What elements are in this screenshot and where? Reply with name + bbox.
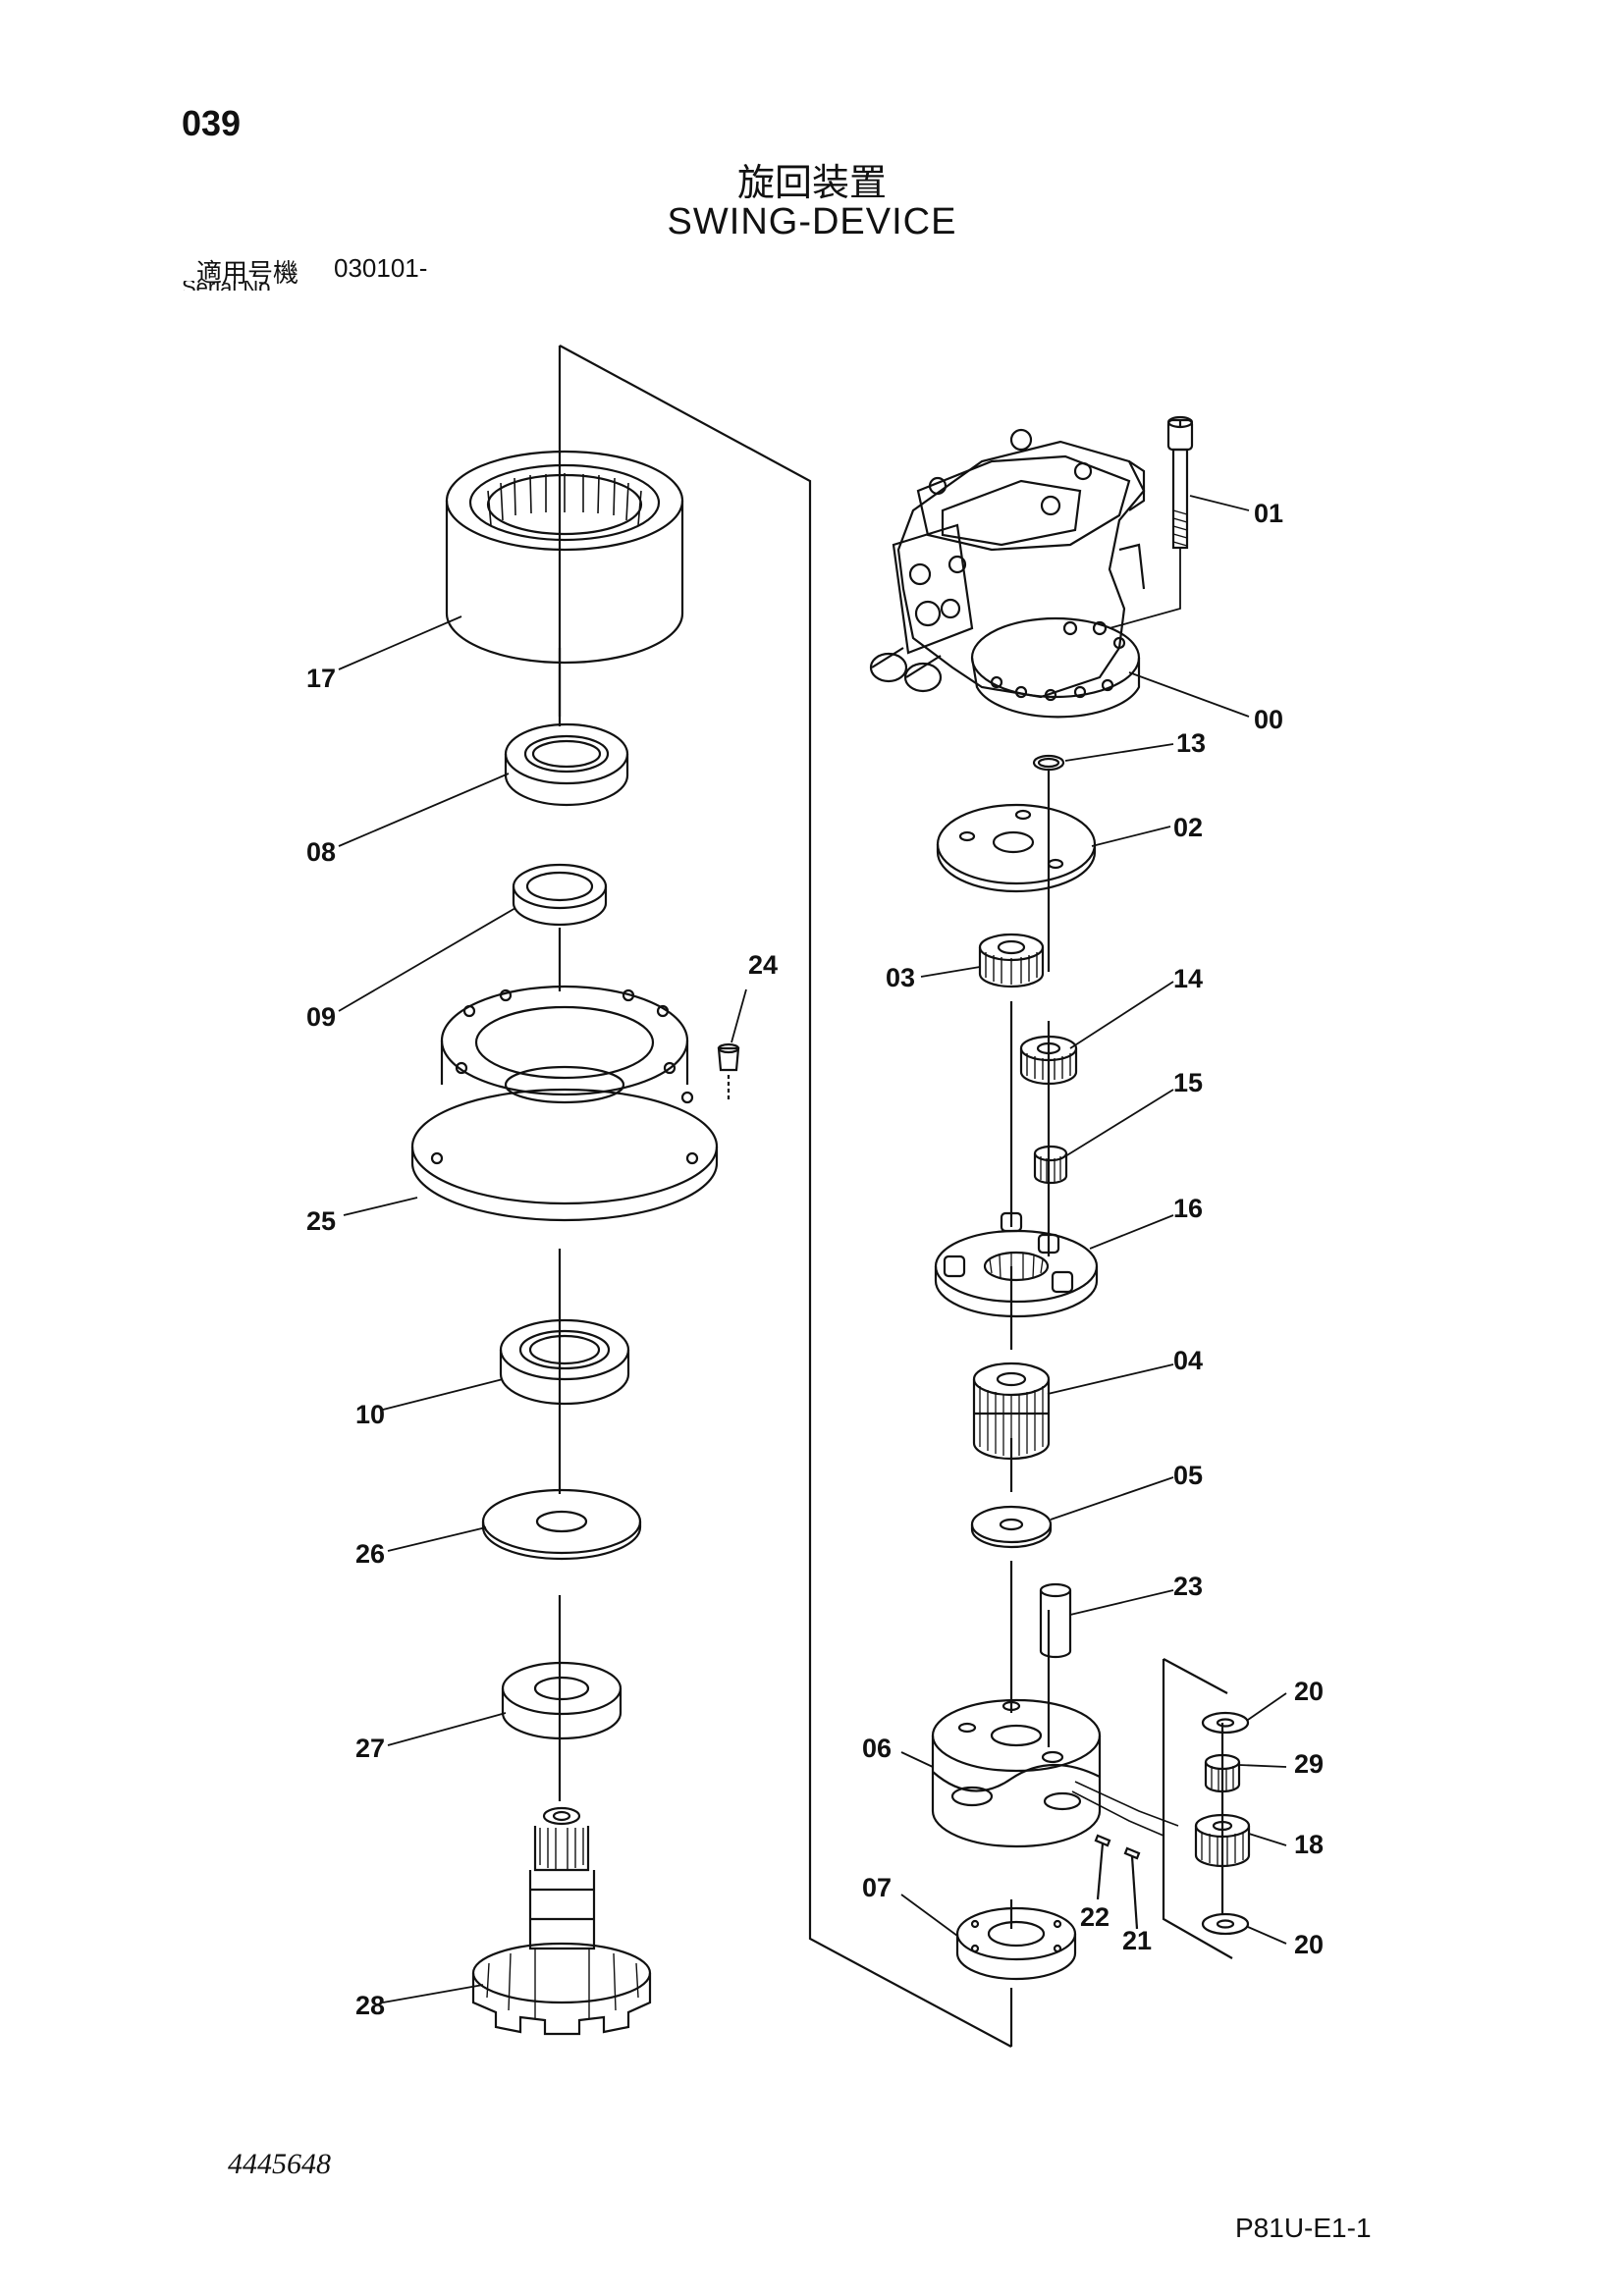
right-axis-lines xyxy=(1009,771,1051,2047)
callout-28: 28 xyxy=(355,1991,385,2020)
leader-lines xyxy=(338,495,1287,2003)
callout-13: 13 xyxy=(1176,728,1206,758)
part-23-pin xyxy=(1039,1582,1072,1659)
part-16-carrier xyxy=(934,1211,1099,1318)
page-number: 039 xyxy=(182,103,242,143)
part-21-pin xyxy=(1123,1846,1141,1930)
callout-18: 18 xyxy=(1294,1830,1324,1859)
callout-29: 29 xyxy=(1294,1749,1324,1779)
callout-10: 10 xyxy=(355,1400,385,1429)
callout-06: 06 xyxy=(862,1734,892,1763)
callout-25: 25 xyxy=(306,1206,336,1236)
callout-03: 03 xyxy=(886,963,915,992)
part-00-swing-motor xyxy=(869,428,1146,719)
callout-20-upper: 20 xyxy=(1294,1677,1324,1706)
part-25-housing xyxy=(410,985,719,1222)
part-26-plate xyxy=(481,1488,642,1561)
callout-21: 21 xyxy=(1122,1926,1152,1955)
part-05-washer xyxy=(970,1505,1053,1549)
part-17-ring-gear xyxy=(445,450,684,665)
callout-00: 00 xyxy=(1254,705,1283,734)
callout-16: 16 xyxy=(1173,1194,1203,1223)
part-28-pinion-shaft xyxy=(471,1806,652,2036)
callout-15: 15 xyxy=(1173,1068,1203,1097)
part-24-plug xyxy=(717,1042,740,1099)
part-01-bolt xyxy=(1109,415,1194,629)
part-08-bearing xyxy=(504,722,629,807)
part-29-needle-bearing xyxy=(1204,1753,1241,1793)
part-10-bearing xyxy=(499,1318,630,1406)
callout-27: 27 xyxy=(355,1734,385,1763)
serial-label-english: Serial No. xyxy=(182,281,277,291)
part-07-thrust-plate xyxy=(955,1906,1077,1981)
callout-26: 26 xyxy=(355,1539,385,1569)
title-english: SWING-DEVICE xyxy=(667,201,957,242)
callout-07: 07 xyxy=(862,1873,892,1902)
part-09-seal xyxy=(512,863,608,927)
callout-08: 08 xyxy=(306,837,336,867)
serial-label-japanese: 適用号機 xyxy=(196,258,299,288)
part-18-planet-gear xyxy=(1194,1813,1251,1868)
callout-17: 17 xyxy=(306,664,336,693)
callout-24: 24 xyxy=(748,950,778,980)
part-13-snap-ring xyxy=(1032,754,1065,772)
part-20-washer-upper xyxy=(1201,1711,1250,1735)
callout-labels: 01 00 13 02 03 14 15 16 04 05 23 06 07 2… xyxy=(306,499,1324,2020)
serial-number-value: 030101- xyxy=(334,253,428,283)
part-22-pin xyxy=(1094,1834,1111,1900)
callout-04: 04 xyxy=(1173,1346,1203,1375)
part-03-gear xyxy=(978,933,1045,988)
part-06-carrier xyxy=(931,1698,1179,1848)
part-15-needle-bearing xyxy=(1033,1145,1068,1185)
callout-09: 09 xyxy=(306,1002,336,1032)
part-20-washer-lower xyxy=(1201,1912,1250,1936)
callout-20-lower: 20 xyxy=(1294,1930,1324,1959)
callout-23: 23 xyxy=(1173,1572,1203,1601)
title-japanese: 旋回装置 xyxy=(736,163,887,204)
part-27-ring xyxy=(501,1661,623,1740)
callout-01: 01 xyxy=(1254,499,1283,528)
left-axis-lines xyxy=(558,345,1012,2048)
part-02-plate xyxy=(936,803,1097,893)
part-04-sun-gear xyxy=(972,1362,1051,1461)
callout-02: 02 xyxy=(1173,813,1203,842)
callout-22: 22 xyxy=(1080,1902,1110,1932)
sheet-code: P81U-E1-1 xyxy=(1235,2213,1372,2243)
callout-05: 05 xyxy=(1173,1461,1203,1490)
part-14-gear xyxy=(1019,1035,1078,1086)
drawing-number: 4445648 xyxy=(228,2148,331,2180)
callout-14: 14 xyxy=(1173,964,1203,993)
